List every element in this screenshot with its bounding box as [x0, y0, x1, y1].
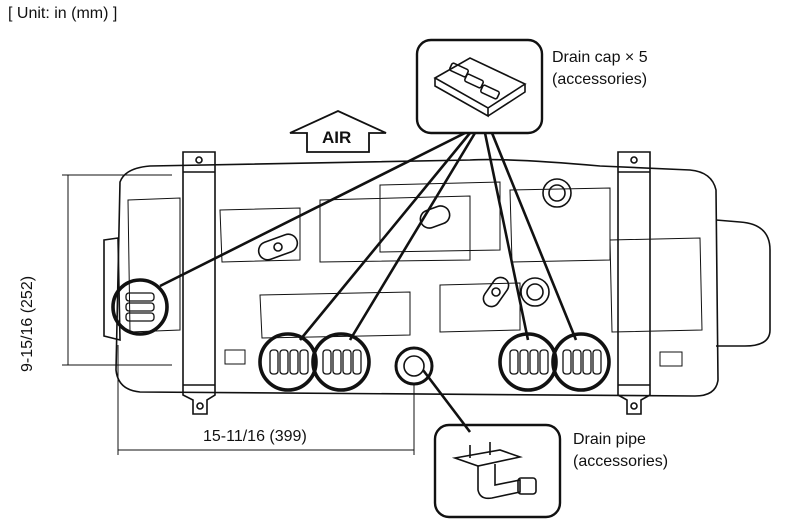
drain-cap-label: Drain cap × 5 — [552, 49, 648, 66]
air-label: AIR — [322, 128, 352, 147]
right-bracket — [617, 151, 651, 415]
drain-pipe-sublabel: (accessories) — [573, 453, 669, 470]
height-dimension-lines — [62, 174, 172, 366]
left-bracket — [182, 151, 216, 415]
drain-cap-leader-lines — [159, 131, 578, 433]
drain-cap-sublabel: (accessories) — [552, 71, 648, 88]
height-dimension-label: 9-15/16 (252) — [19, 275, 36, 372]
drain-pipe-icon — [451, 442, 537, 500]
unit-body — [103, 158, 771, 397]
air-arrow-icon — [289, 110, 387, 153]
unit-label: [ Unit: in (mm) ] — [8, 5, 118, 22]
width-dimension-lines — [117, 345, 415, 455]
drain-pipe-box — [433, 423, 562, 519]
drain-hole-circles — [111, 278, 611, 392]
drain-pipe-label: Drain pipe — [573, 431, 646, 448]
drain-cap-box — [415, 38, 544, 135]
width-dimension-label: 15-11/16 (399) — [203, 428, 307, 445]
drain-hole-slots — [125, 292, 602, 375]
drain-outlet — [394, 346, 434, 386]
